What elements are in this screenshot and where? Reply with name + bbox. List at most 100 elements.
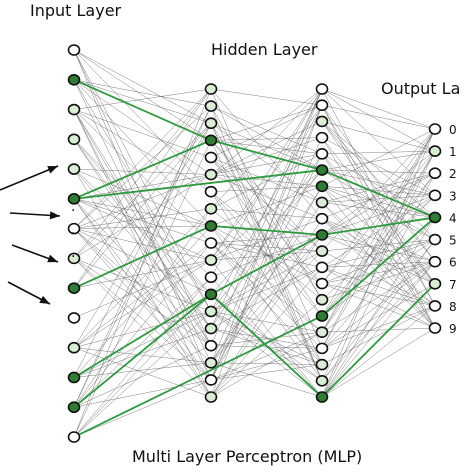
connection-edge (321, 305, 436, 365)
output-neuron (428, 322, 442, 334)
connection-edge (73, 105, 212, 229)
connection-edge (210, 157, 323, 284)
connection-edge (210, 242, 323, 333)
connection-edge (210, 331, 323, 346)
connection-edge (210, 157, 323, 317)
output-neuron (428, 123, 442, 135)
connection-edge (73, 228, 212, 381)
output-neuron (428, 255, 442, 268)
connection-edge (73, 174, 212, 229)
connection-edge (73, 242, 212, 348)
connection-edge (321, 267, 436, 307)
output-neuron (428, 189, 442, 202)
connection-edge (73, 109, 212, 346)
hidden2-neuron (315, 115, 329, 128)
connection-edge (73, 198, 212, 346)
hidden1-neuron (204, 339, 218, 352)
connection-edge (210, 123, 323, 300)
output-digit-label: 4 (449, 211, 457, 225)
connection-edge (73, 345, 212, 408)
connection-edge (210, 299, 323, 398)
connection-edge (73, 198, 212, 398)
connection-edge (210, 331, 323, 398)
connection-edge (73, 49, 212, 192)
highlighted-edge (321, 216, 436, 317)
input-neuron (67, 103, 81, 116)
diagram-caption: Multi Layer Perceptron (MLP) (132, 447, 362, 466)
input-layer-title: Input Layer (30, 1, 122, 20)
connection-edge (321, 128, 436, 398)
connection-edge (210, 140, 323, 155)
connection-edge (73, 174, 212, 259)
input-neuron (67, 341, 81, 354)
connection-edge (321, 217, 436, 398)
connection-edge (210, 331, 323, 381)
highlighted-edge (73, 169, 323, 200)
connection-edge (210, 88, 323, 349)
connection-edge (73, 379, 212, 438)
hidden1-neuron (204, 220, 218, 232)
connection-edge (210, 225, 323, 333)
output-neuron (428, 277, 442, 290)
hidden1-neuron (204, 83, 218, 95)
connection-edge (210, 277, 323, 398)
ellipsis-dots: · (71, 249, 75, 265)
connection-edge (210, 121, 323, 175)
connection-edge (73, 49, 212, 380)
connection-edge (73, 79, 212, 175)
connection-edge (321, 169, 436, 174)
connection-edge (321, 88, 436, 307)
ellipsis-dots: · (71, 226, 75, 242)
connection-edge (321, 261, 436, 381)
hidden2-neuron (315, 293, 329, 306)
hidden2-neuron (315, 180, 329, 193)
output-digit-label: 6 (449, 256, 457, 270)
connection-edge (210, 169, 323, 295)
connection-edge (210, 234, 323, 278)
connection-edge (210, 122, 323, 171)
output-digit-label: 3 (449, 189, 457, 203)
connection-edge (73, 259, 212, 289)
connection-edge (210, 105, 323, 398)
input-arrows (0, 165, 61, 305)
highlighted-edges (73, 78, 436, 438)
connection-edge (210, 234, 323, 312)
connection-edge (210, 267, 323, 398)
hidden1-neuron (204, 356, 218, 369)
connection-edge (210, 345, 323, 349)
connection-edge (321, 121, 436, 262)
hidden2-neuron (315, 391, 329, 403)
connection-edge (321, 153, 436, 218)
connection-edge (321, 195, 436, 300)
connection-edge (210, 234, 323, 244)
connection-edge (321, 202, 436, 218)
hidden1-neuron (204, 134, 218, 147)
connection-edge (321, 121, 436, 284)
connection-edge (321, 327, 436, 333)
output-digit-label: 8 (449, 300, 457, 314)
connection-edge (321, 239, 436, 398)
hidden2-neuron (315, 261, 329, 274)
connection-edge (73, 79, 212, 107)
connection-edge (321, 153, 436, 329)
hidden1-neuron (204, 237, 218, 249)
connection-edge (210, 186, 323, 363)
connection-edge (73, 139, 212, 329)
connection-edge (210, 174, 323, 219)
connection-edge (210, 169, 323, 261)
connection-edge (210, 267, 323, 312)
connection-edge (321, 173, 436, 317)
highlighted-edge (210, 293, 323, 398)
highlighted-edge (321, 216, 436, 236)
connection-edge (210, 153, 323, 175)
connection-edge (321, 128, 436, 349)
hidden1-neuron (204, 322, 218, 335)
connection-edge (210, 218, 323, 261)
arrow-head (39, 295, 50, 304)
connection-edge (73, 311, 212, 348)
input-neuron (67, 282, 81, 294)
connection-edge (73, 49, 212, 124)
connection-edge (73, 225, 212, 229)
